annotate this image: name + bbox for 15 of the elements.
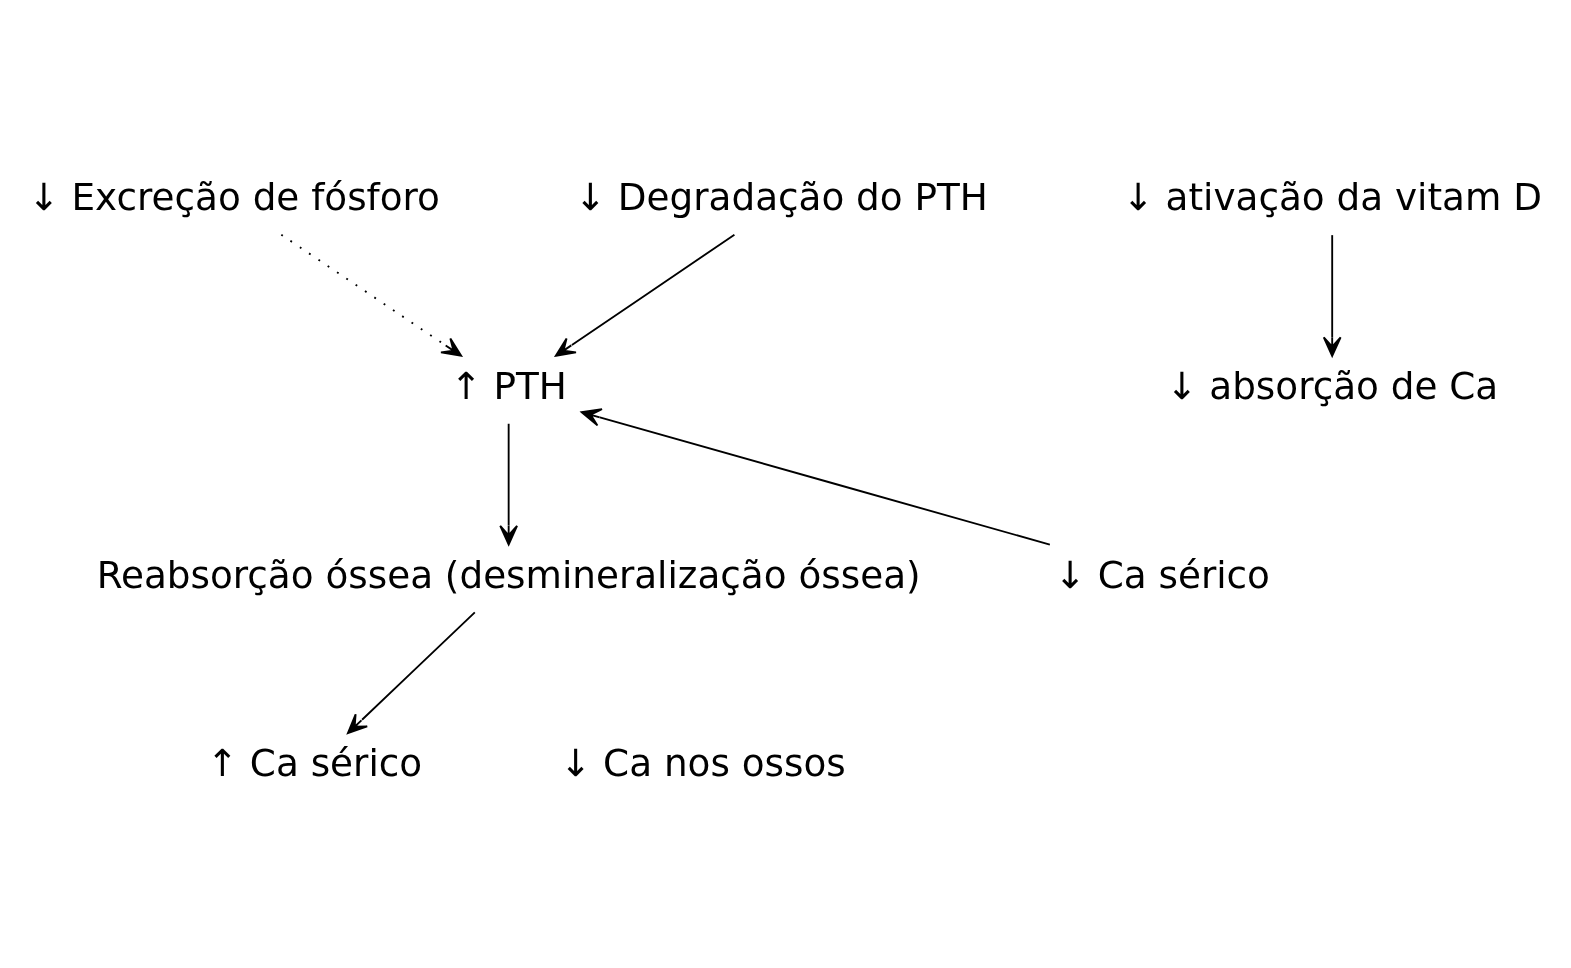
arrow [580, 408, 1051, 546]
node-text: ↓ Ca nos ossos [559, 741, 846, 786]
arrow [499, 422, 518, 546]
node-text: ↓ Degradação do PTH [574, 175, 988, 220]
arrow [346, 611, 476, 735]
arrow [1322, 234, 1342, 357]
arrow [554, 233, 736, 357]
node-text: Reabsorção óssea (desmineralização óssea) [96, 552, 921, 597]
arrow [280, 233, 463, 357]
node-text: ↑ Ca sérico [206, 741, 423, 786]
node-text: ↓ Ca sérico [1054, 552, 1270, 597]
node-text: ↑ PTH [450, 364, 567, 409]
node-text: ↓ Excreção de fósforo [28, 175, 440, 220]
node-text: ↓ ativação da vitam D [1122, 175, 1542, 220]
node-text: ↓ absorção de Ca [1166, 364, 1499, 409]
